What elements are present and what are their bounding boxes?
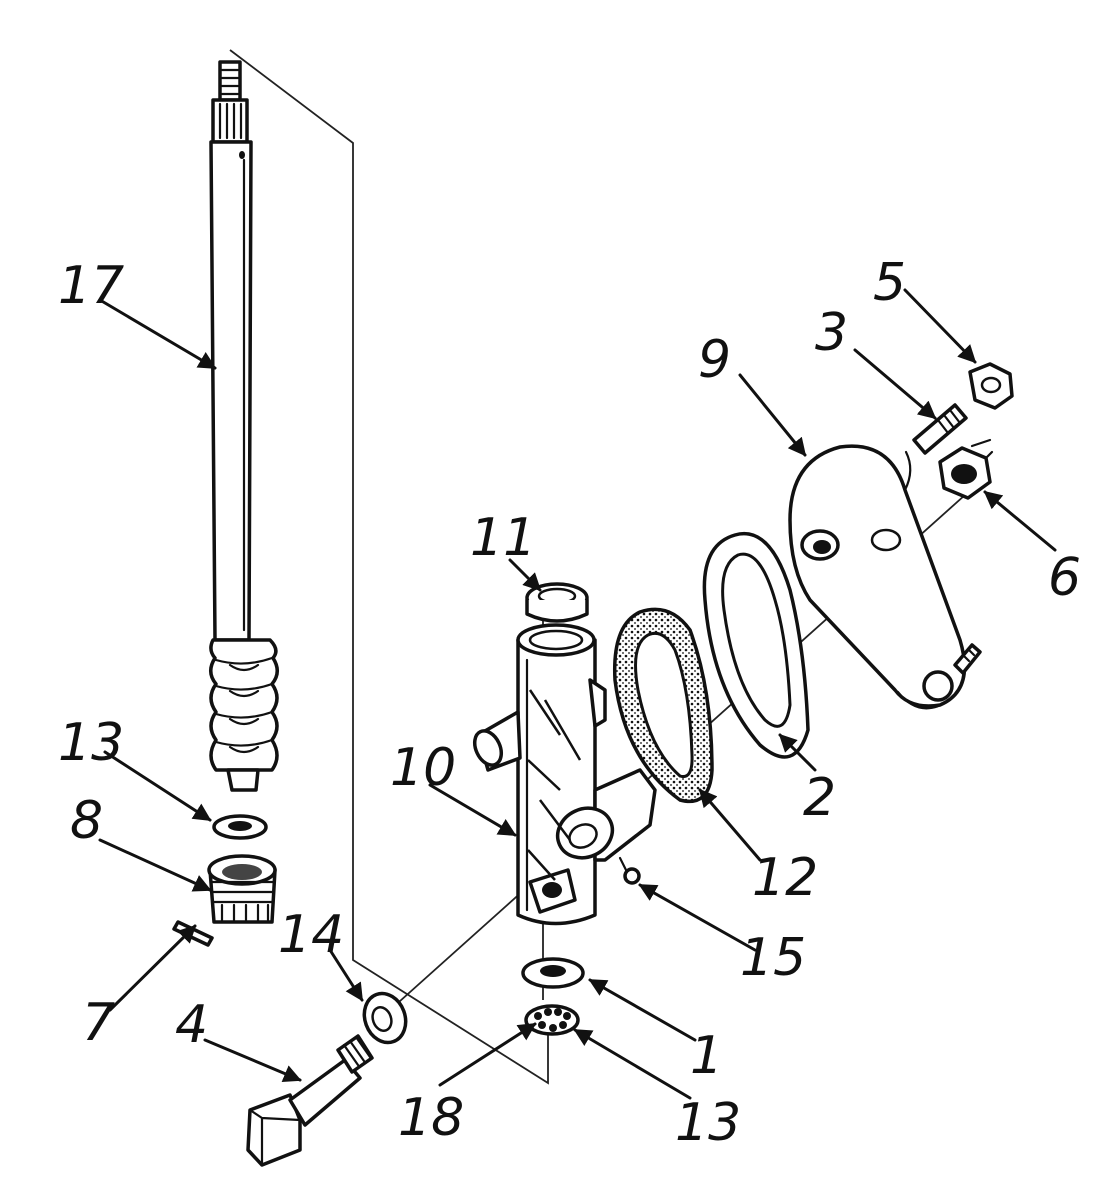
steering-shaft-17 [209, 60, 279, 792]
bolt-4 [246, 1034, 374, 1167]
callout-10: 10 [390, 738, 456, 798]
leader-8 [98, 838, 212, 892]
oil-seal-11 [525, 582, 589, 623]
leader-14 [328, 948, 364, 1002]
adjusting-nut-8 [207, 854, 277, 924]
leader-10 [428, 783, 517, 837]
washer-14 [362, 991, 408, 1045]
leader-3 [853, 348, 937, 420]
leader-17 [98, 298, 217, 370]
drop-arm-9 [788, 444, 982, 710]
callout-8: 8 [70, 791, 103, 851]
leader-11 [508, 558, 542, 592]
callout-12: 12 [752, 848, 818, 908]
callout-labels: 17 13 8 7 4 14 10 11 15 12 2 9 3 5 6 1 1… [58, 253, 1081, 1153]
gasket-12 [612, 607, 714, 804]
callout-7: 7 [82, 993, 115, 1053]
callout-18: 18 [398, 1088, 464, 1148]
callout-13-bottom: 13 [675, 1093, 741, 1153]
callout-6: 6 [1048, 548, 1081, 608]
nut-5 [968, 362, 1014, 410]
callout-2: 2 [803, 768, 836, 828]
leader-5 [903, 288, 977, 364]
leader-lines [98, 288, 1057, 1100]
callout-4: 4 [175, 995, 208, 1055]
grease-nipple-15 [618, 856, 641, 885]
leader-6 [983, 490, 1057, 552]
callout-3: 3 [815, 303, 848, 363]
leader-13-left [103, 750, 212, 822]
leader-18 [438, 1022, 537, 1087]
leader-7 [108, 924, 197, 1012]
leader-1 [588, 978, 697, 1042]
callout-17: 17 [58, 256, 124, 316]
callout-11: 11 [470, 508, 536, 568]
leader-13-bottom [573, 1028, 692, 1100]
callout-15: 15 [740, 928, 806, 988]
callout-9: 9 [698, 330, 731, 390]
thrust-washer-13-left [212, 814, 268, 840]
leader-2 [778, 733, 817, 772]
leader-9 [738, 373, 807, 457]
bushing-1 [521, 957, 585, 989]
callout-14: 14 [278, 905, 344, 965]
leader-15 [638, 883, 757, 952]
callout-13-left: 13 [58, 713, 124, 773]
callout-1: 1 [690, 1026, 723, 1086]
castle-nut-6 [938, 438, 994, 500]
leader-12 [698, 788, 762, 862]
ball-bearing-18 [524, 1004, 580, 1036]
gearbox-housing-10 [472, 623, 657, 926]
stud-3 [912, 403, 968, 455]
leader-4 [203, 1038, 302, 1083]
callout-5: 5 [873, 253, 906, 313]
cover-plate-2 [702, 532, 810, 759]
